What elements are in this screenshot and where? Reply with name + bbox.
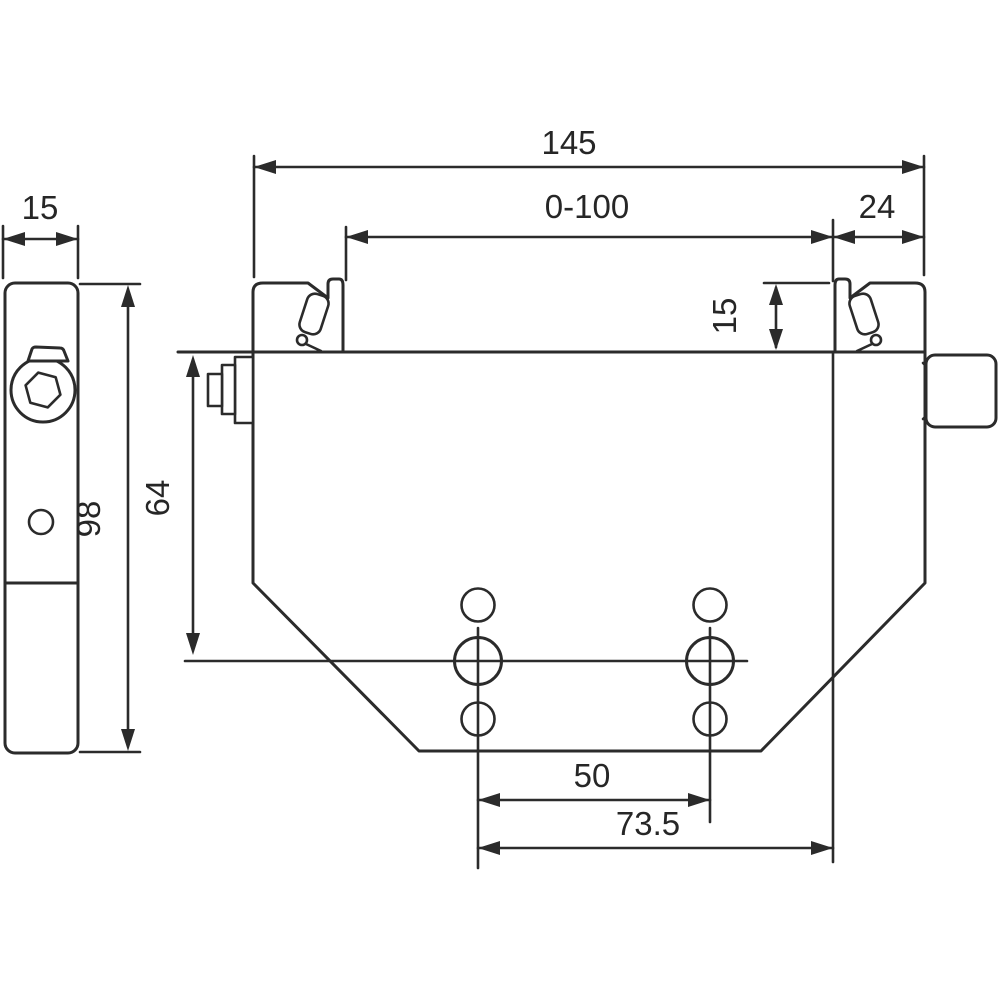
clip-hook-tail bbox=[855, 342, 874, 353]
dim-clip-height: 15 bbox=[706, 281, 831, 350]
screw-step-2 bbox=[220, 363, 237, 416]
arrowhead-right bbox=[688, 793, 710, 807]
dim-overall-width: 145 bbox=[252, 124, 926, 279]
arrowhead-right bbox=[811, 230, 833, 244]
arrowhead-right bbox=[56, 232, 78, 246]
dim-side-width: 15 bbox=[1, 189, 80, 280]
dim-hole-spacing-inner: 50 bbox=[476, 757, 712, 807]
arrowhead-up bbox=[121, 285, 135, 307]
arrowhead-down bbox=[121, 729, 135, 751]
dim-body-height: 64 bbox=[139, 355, 200, 655]
screw-step-3 bbox=[206, 372, 224, 408]
dim-label-side-height: 98 bbox=[70, 501, 107, 538]
dim-label-adjustment-range: 0-100 bbox=[545, 188, 629, 225]
dim-label-clip-height: 15 bbox=[706, 298, 743, 335]
arrowhead-left bbox=[254, 160, 276, 174]
hole-top-left bbox=[460, 587, 496, 623]
arrowhead-right bbox=[902, 160, 924, 174]
front-view bbox=[176, 218, 998, 870]
arrowhead-left bbox=[478, 841, 500, 855]
dim-label-side-width: 15 bbox=[22, 189, 59, 226]
arrowhead-left bbox=[478, 793, 500, 807]
dim-label-body-height: 64 bbox=[139, 480, 176, 517]
side-view bbox=[3, 281, 80, 755]
arrowhead-up bbox=[186, 355, 200, 377]
clip-slot bbox=[298, 292, 330, 336]
hole-top-right bbox=[692, 587, 728, 623]
arrowhead-down bbox=[769, 329, 783, 350]
body-outline bbox=[251, 350, 927, 753]
right-clip bbox=[833, 277, 927, 354]
left-adjust-screw bbox=[206, 355, 255, 425]
clip-hook bbox=[295, 333, 309, 347]
right-knob bbox=[921, 353, 998, 429]
dim-label-right-section: 24 bbox=[859, 188, 896, 225]
clip-slot bbox=[848, 292, 880, 336]
dim-hole-spacing-outer: 73.5 bbox=[476, 805, 835, 855]
clip-hook bbox=[869, 333, 883, 347]
arrowhead-left bbox=[346, 230, 368, 244]
clip-hook-tail bbox=[304, 342, 323, 353]
arrowhead-right bbox=[902, 230, 924, 244]
arrowhead-up bbox=[769, 284, 783, 305]
dim-right-section: 24 bbox=[831, 188, 926, 244]
dim-label-hole-spacing-inner: 50 bbox=[574, 757, 611, 794]
hole-bottom-right bbox=[692, 701, 728, 737]
arrowhead-right bbox=[811, 841, 833, 855]
screw-head-tab bbox=[26, 345, 70, 363]
dimensions: 15 98 145 0-100 bbox=[1, 124, 926, 855]
dim-label-overall-width: 145 bbox=[541, 124, 596, 161]
arrowhead-left bbox=[833, 230, 855, 244]
dim-label-hole-spacing-outer: 73.5 bbox=[616, 805, 680, 842]
arrowhead-left bbox=[3, 232, 25, 246]
left-clip bbox=[251, 277, 345, 354]
dim-adjustment-range: 0-100 bbox=[344, 188, 835, 282]
knob-body bbox=[924, 353, 998, 429]
hex-socket-icon bbox=[24, 371, 62, 409]
hole-bottom-left bbox=[460, 701, 496, 737]
screw-step-1 bbox=[233, 355, 255, 425]
hole-center-left bbox=[453, 636, 503, 686]
dim-side-height: 98 bbox=[70, 282, 142, 754]
hole-center-right bbox=[685, 636, 735, 686]
side-view-hole bbox=[27, 508, 55, 536]
arrowhead-down bbox=[186, 633, 200, 655]
